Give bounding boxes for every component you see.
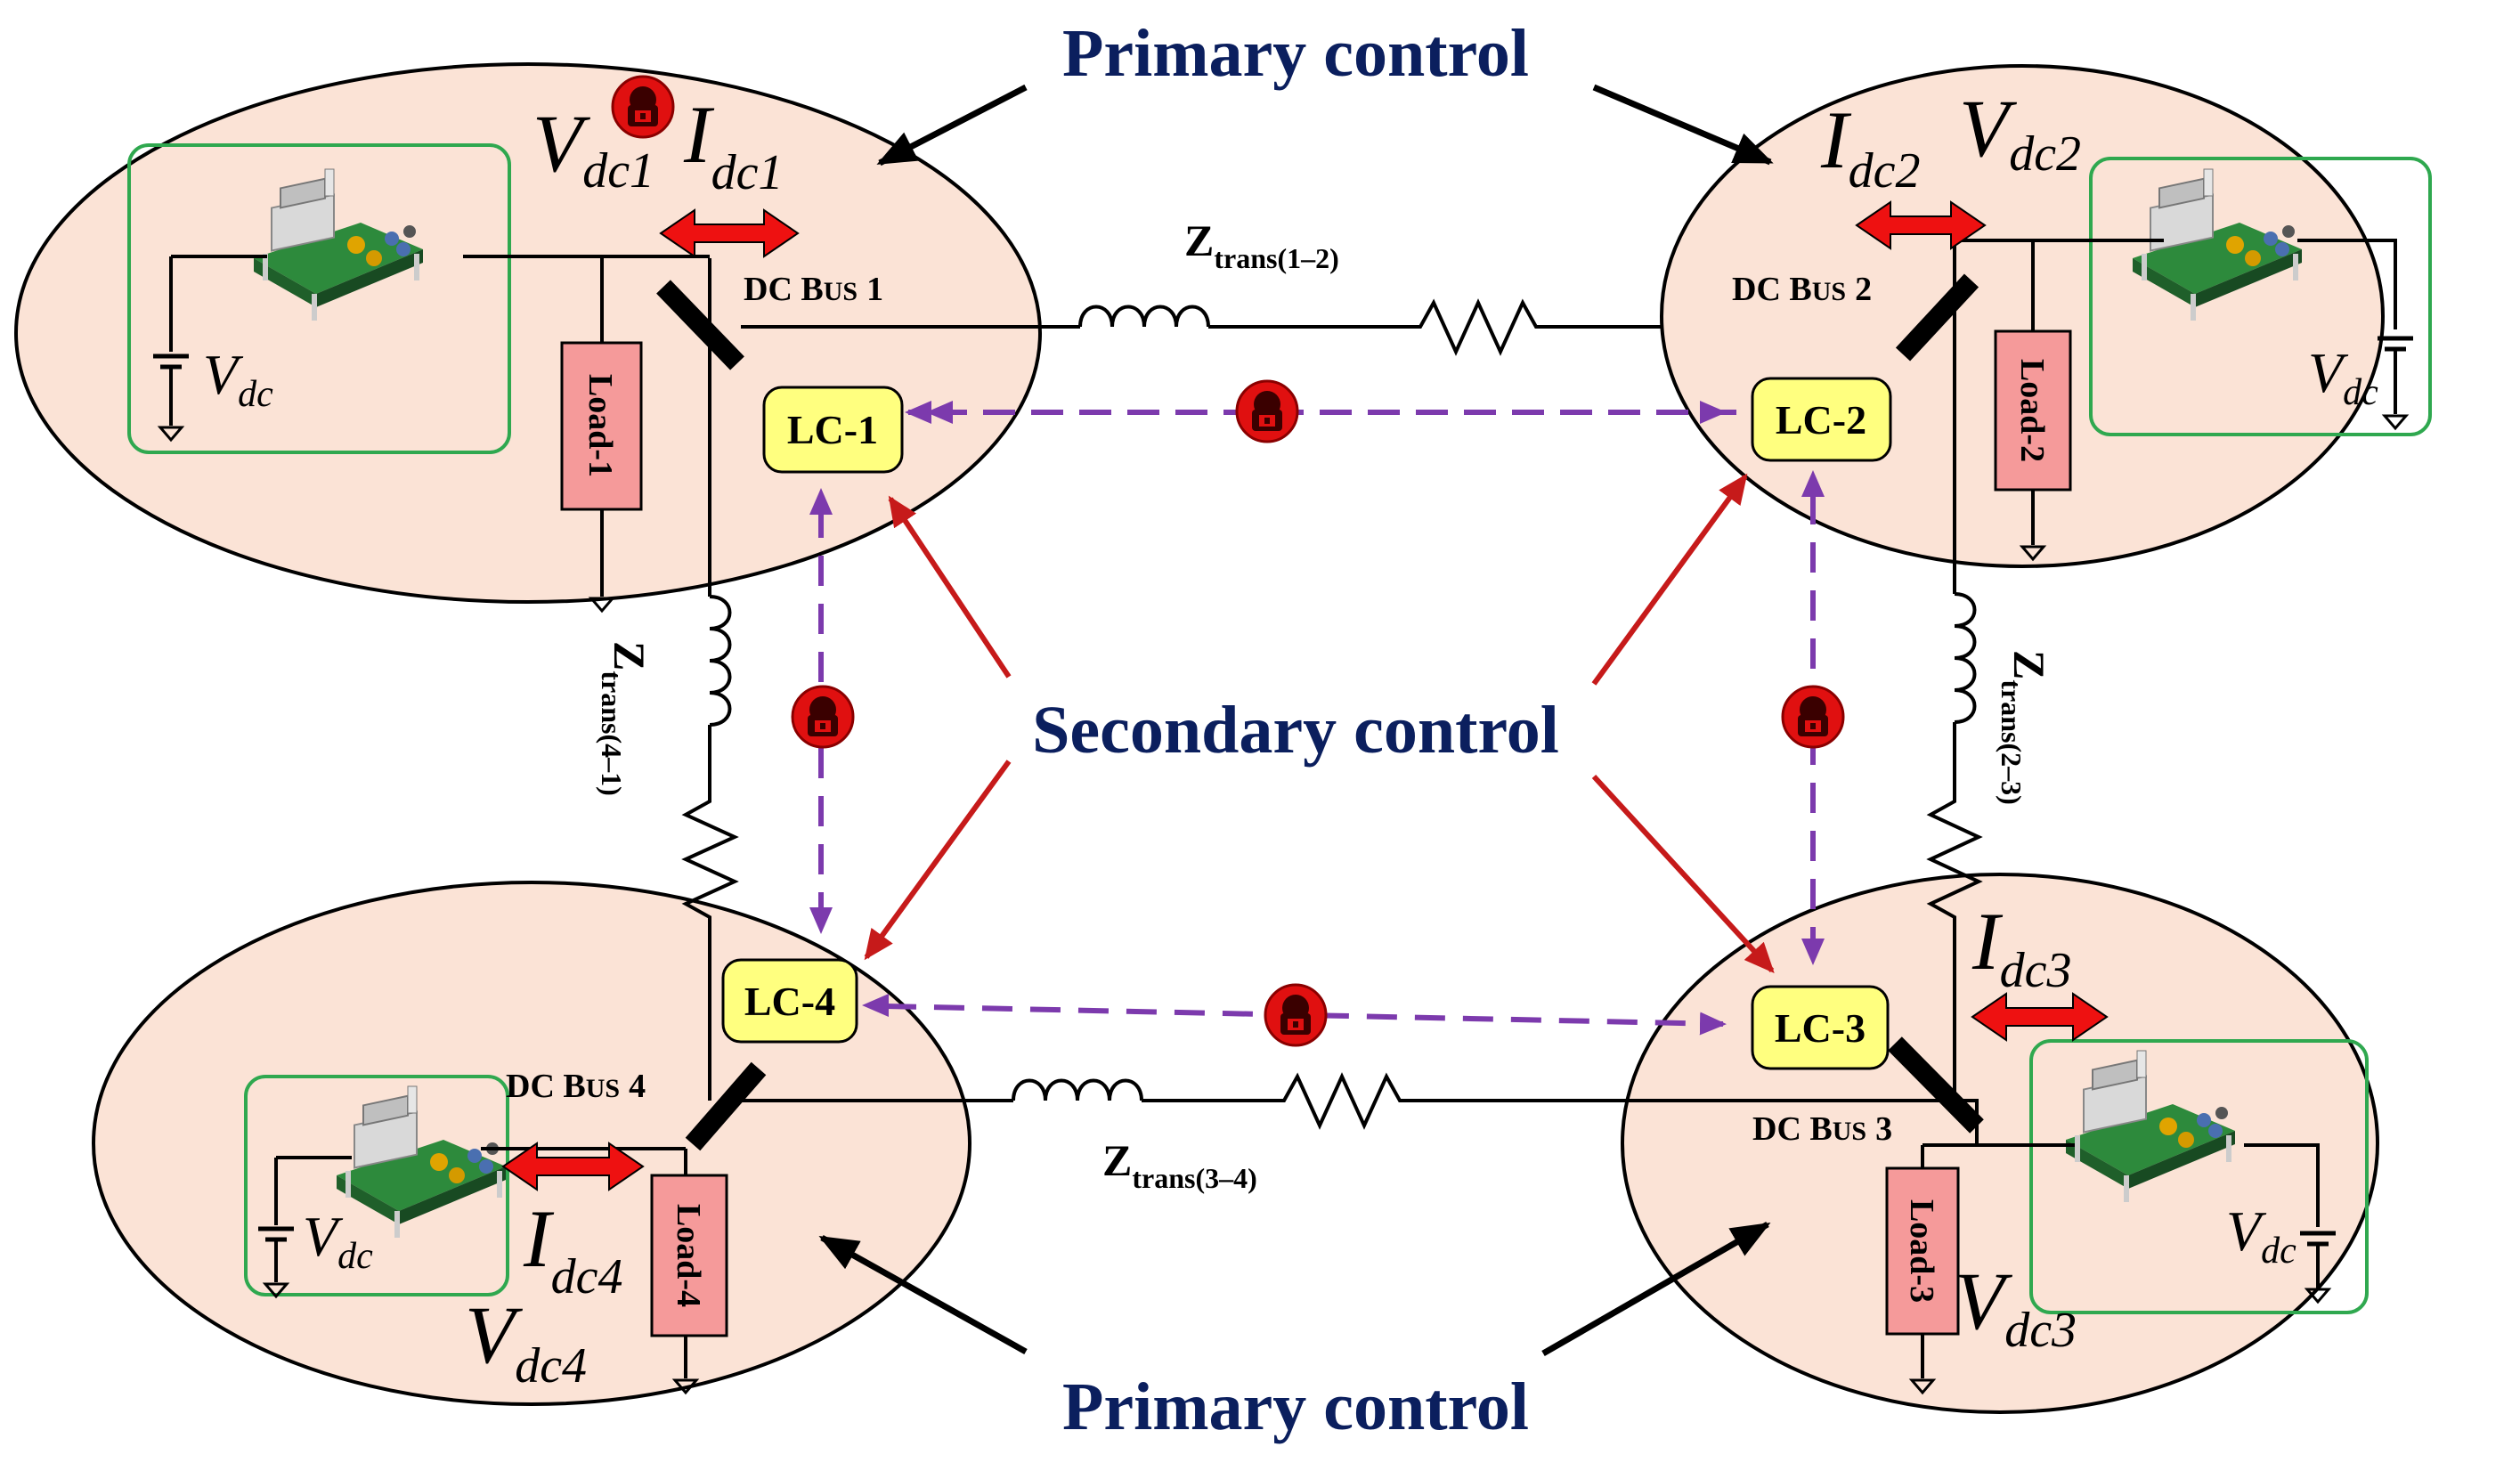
line-z34 xyxy=(728,1072,1979,1145)
load-3-label: Load-3 xyxy=(1903,1199,1940,1303)
lc-2-box[interactable] xyxy=(1751,377,1892,462)
lc-3-label: LC-3 xyxy=(1775,1005,1866,1051)
line-z12 xyxy=(741,298,1661,356)
primary-control-bottom-label: Primary control xyxy=(1062,1369,1529,1444)
load-2-label: Load-2 xyxy=(2013,359,2051,462)
converter-box-1 xyxy=(127,143,511,454)
primary-arrow-3 xyxy=(1541,1221,1771,1357)
primary-arrow-4 xyxy=(818,1234,1028,1355)
lc-1-label: LC-1 xyxy=(787,407,878,452)
current-arrow-4 xyxy=(501,1142,645,1191)
attack-lock-icon xyxy=(791,685,855,749)
lc-1-box[interactable] xyxy=(762,386,904,474)
vdc1-sub: dc xyxy=(238,374,273,415)
svg-text:Vdc: Vdc xyxy=(2308,341,2378,413)
idc4-measure: Idc4 xyxy=(523,1193,623,1304)
load-1-box xyxy=(560,341,643,511)
ground-icon xyxy=(2383,414,2408,430)
secondary-control-label: Secondary control xyxy=(1032,693,1559,768)
dc-bus-3 xyxy=(1888,1036,1984,1134)
converter-box-2 xyxy=(2089,157,2432,436)
svg-text:Vdc: Vdc xyxy=(203,343,273,415)
lc-4-label: LC-4 xyxy=(744,979,835,1024)
vdc3-measure: Vdc3 xyxy=(1955,1256,2077,1358)
load-1-label: Load-1 xyxy=(581,374,619,477)
vdc1-measure: Vdc1 xyxy=(532,98,654,199)
load-4-label: Load-4 xyxy=(670,1204,707,1307)
z12-label: Ztrans(1–2) xyxy=(1184,215,1339,274)
z23-label: Ztrans(2–3) xyxy=(1996,650,2054,805)
attack-lock-icon xyxy=(1781,685,1845,749)
vdc2-measure: Vdc2 xyxy=(1959,83,2081,182)
comm-link-4-3 xyxy=(885,1004,1727,1036)
attack-lock-icon xyxy=(1264,983,1328,1047)
secondary-arrow-2 xyxy=(1591,473,1748,686)
secondary-arrow-3 xyxy=(1591,774,1775,973)
primary-control-top-label: Primary control xyxy=(1062,16,1529,91)
secondary-arrow-1 xyxy=(888,495,1012,679)
converter-box-4 xyxy=(244,1075,509,1296)
line-z41 xyxy=(681,258,739,1101)
z41-label: Ztrans(4–1) xyxy=(596,641,654,796)
current-arrow-1 xyxy=(659,208,800,258)
svg-text:Vdc: Vdc xyxy=(303,1205,373,1277)
svg-text:Vdc: Vdc xyxy=(2226,1199,2296,1272)
attack-lock-icon xyxy=(611,75,675,139)
idc1-measure: Idc1 xyxy=(683,89,784,200)
vdc4-measure: Vdc4 xyxy=(465,1289,587,1394)
vdc1-label: V xyxy=(203,343,244,406)
load-3-box xyxy=(1885,1166,1960,1336)
primary-arrow-2 xyxy=(1592,84,1774,166)
current-arrow-2 xyxy=(1855,200,1987,250)
idc2-measure: Idc2 xyxy=(1820,94,1921,199)
dc-bus-4 xyxy=(685,1061,767,1151)
load-4-box xyxy=(650,1174,728,1337)
z34-label: Ztrans(3–4) xyxy=(1102,1135,1257,1194)
dc-bus-1 xyxy=(656,280,744,370)
lc-3-box[interactable] xyxy=(1751,985,1890,1070)
lc-2-label: LC-2 xyxy=(1776,397,1866,443)
primary-arrow-1 xyxy=(876,84,1028,167)
battery-icon xyxy=(2378,336,2413,352)
dc-bus-2 xyxy=(1895,273,1979,362)
idc3-measure: Idc3 xyxy=(1971,896,2072,998)
lc-4-box[interactable] xyxy=(721,958,858,1044)
attack-lock-icon xyxy=(1235,379,1299,443)
secondary-arrow-4 xyxy=(864,760,1012,961)
current-arrow-3 xyxy=(1971,992,2109,1042)
converter-box-3 xyxy=(2029,1039,2369,1314)
